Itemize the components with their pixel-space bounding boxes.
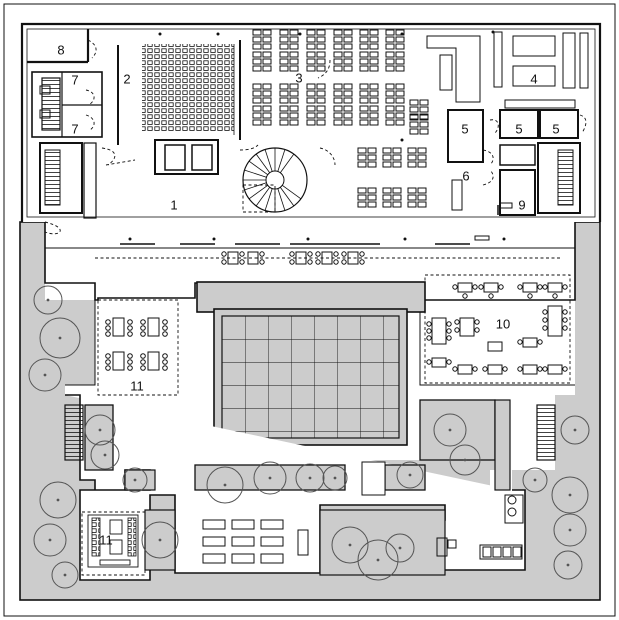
area-10 [424,274,571,384]
room-label-6: 6 [462,168,469,183]
planter-inner [124,469,156,491]
planter-bottom-right [319,509,446,576]
area-11-lower-furniture [87,514,139,568]
study-desks [252,29,429,208]
area-11-upper-tables [105,317,168,371]
room-label-5c: 5 [552,121,559,136]
room-label-9: 9 [518,197,525,212]
bench-11-2 [109,519,123,535]
room-label-11b: 11 [99,532,113,547]
stair-left-treads [44,149,61,206]
room-label-11a: 11 [130,378,144,393]
lower-inner-outline [65,300,575,386]
area-11-upper [97,299,179,396]
lower-terrace-zone [44,222,576,301]
room-label-5a: 5 [461,121,468,136]
room-4-furniture [426,30,589,109]
lower-lift-gap [361,461,386,496]
bottom-seating [202,519,309,564]
room-label-3: 3 [295,70,302,85]
bottom-right-cafe [436,494,524,560]
room-label-2: 2 [123,71,130,86]
bench-11-1 [91,517,101,557]
rooms-5 [447,109,587,163]
lift-core [154,139,219,175]
auditorium-seats [142,44,234,132]
corridor-tables [221,251,365,265]
corridor-outline [44,222,576,249]
corridor-marks [120,235,490,245]
room-label-7a: 7 [71,72,78,87]
courtyard-planter-left [419,399,496,461]
room-label-4: 4 [530,71,537,86]
door-arcs [105,59,336,166]
room-label-7b: 7 [71,121,78,136]
courtyard-frame [196,281,426,313]
area-10-tables [426,282,568,375]
bench-11-5 [99,559,131,566]
rooms-6-9 [451,144,536,216]
courtyard-grid [221,315,400,439]
corridor-dashed [44,221,560,259]
corridor-dots [128,237,506,241]
rooms-7-8 [27,29,103,138]
planter-right-edge [494,399,511,491]
room-label-5b: 5 [515,121,522,136]
stair-left-lower [64,404,84,461]
trees [28,285,590,589]
bench-11-4 [127,517,137,557]
room-label-10: 10 [496,316,510,331]
stair-right-lower [536,404,556,461]
room-label-8: 8 [57,42,64,57]
stair-left [39,142,83,214]
stair-right-treads [557,149,574,206]
bench-11-3 [109,539,123,555]
inner-perimeter [26,28,596,218]
lower-room-right [384,464,426,491]
room-label-1: 1 [170,197,177,212]
spiral-stair [242,147,308,213]
stair-right [537,142,581,214]
planter-left-lower [84,404,114,471]
stair-left-side [83,142,97,219]
top-block-wall [20,22,602,222]
area-11-lower [81,511,146,576]
